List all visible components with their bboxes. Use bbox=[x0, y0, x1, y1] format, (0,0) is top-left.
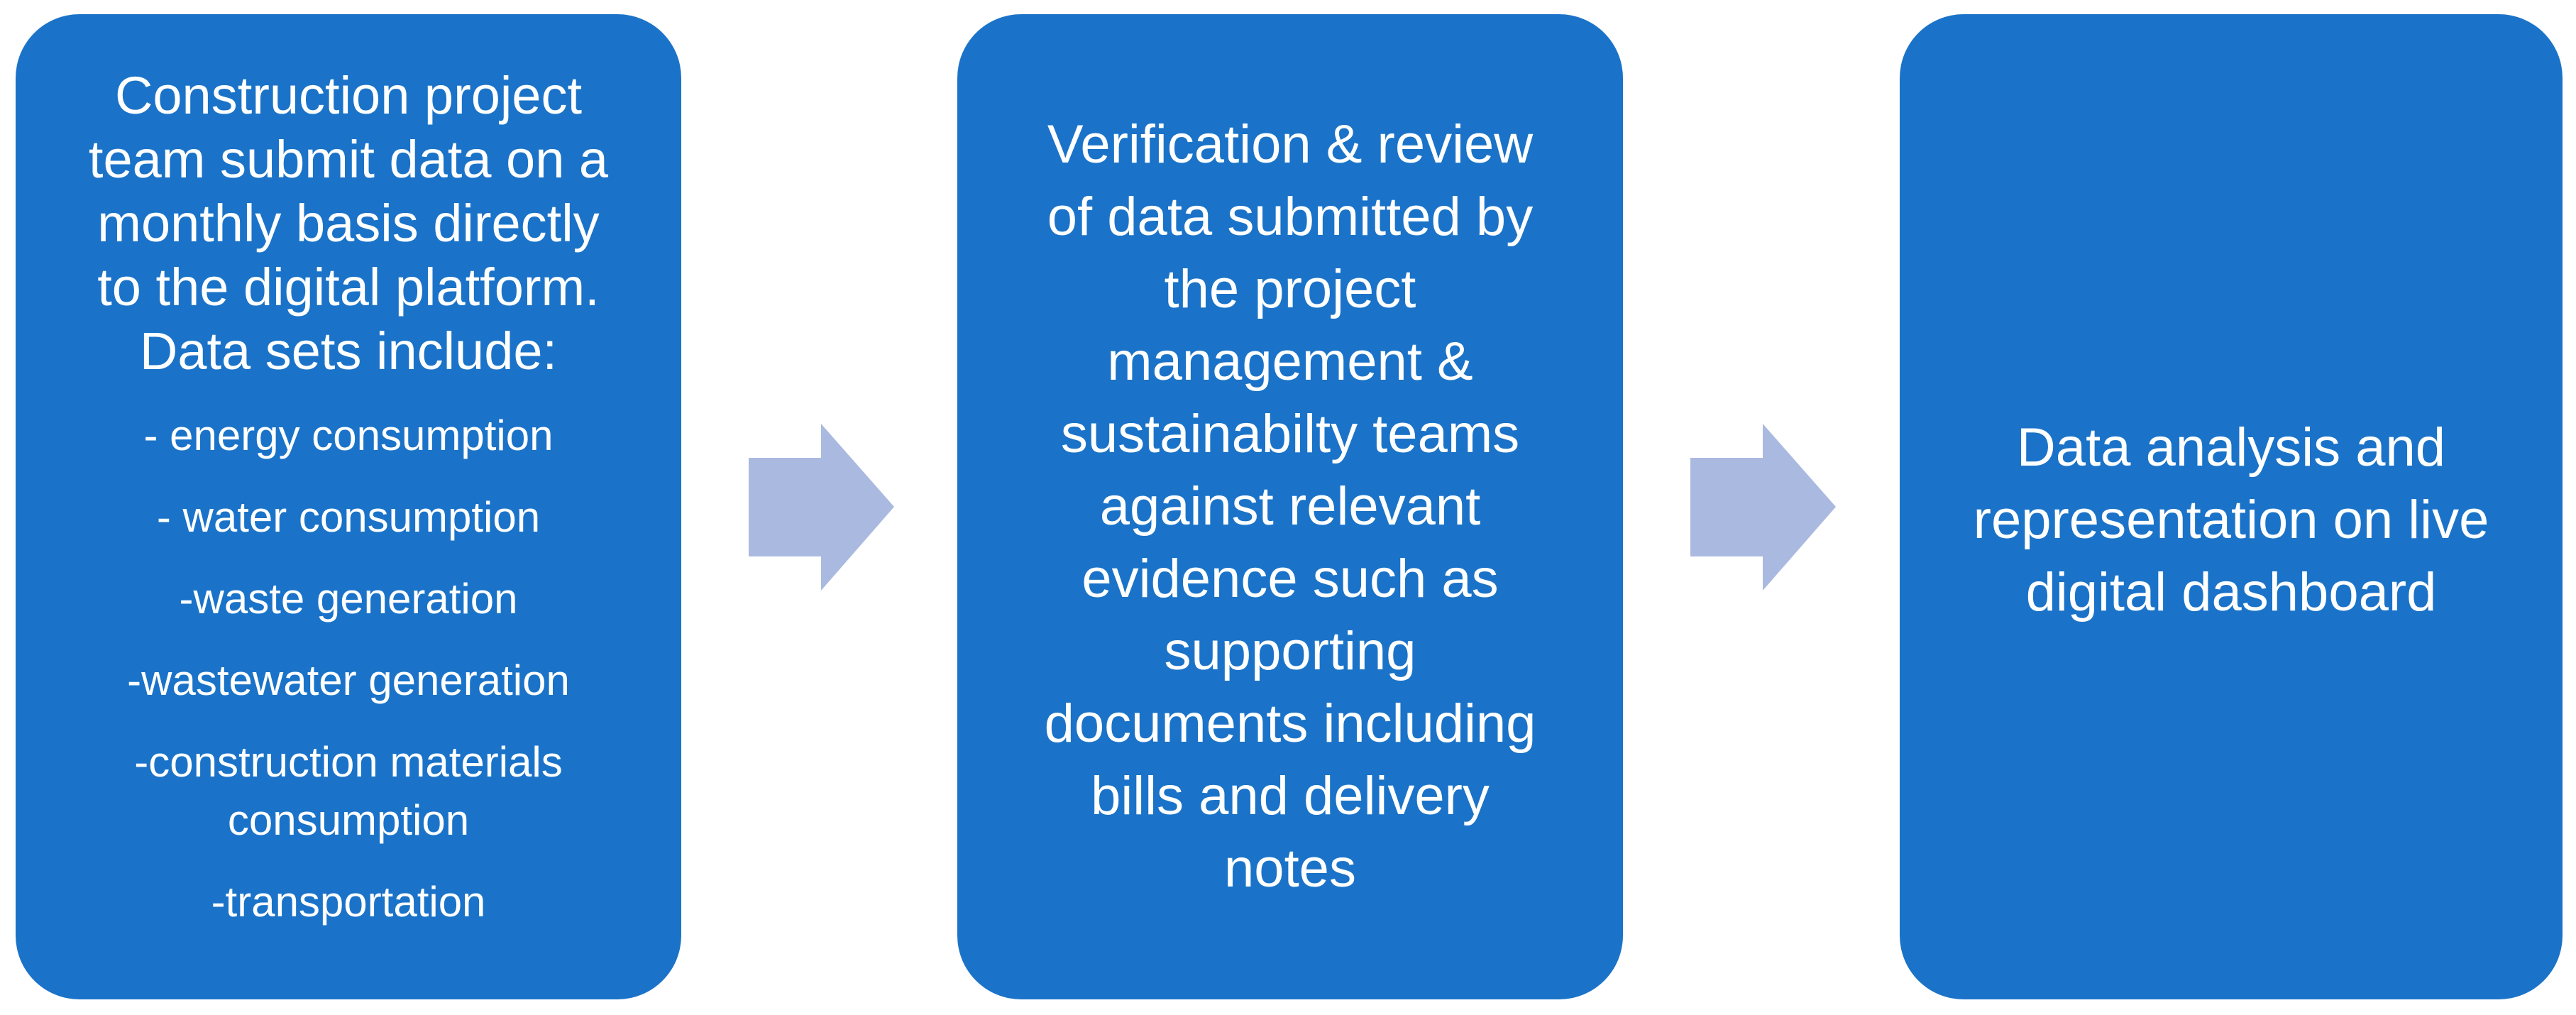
step-3-line: representation on live bbox=[1973, 490, 2489, 550]
step-2-line: supporting bbox=[1164, 621, 1416, 681]
step-1-data-submission-box: Construction project team submit data on… bbox=[16, 14, 681, 999]
step-2-line: Verification & review bbox=[1047, 114, 1534, 175]
step-1-heading: Construction project team submit data on… bbox=[89, 64, 608, 383]
step-3-line: digital dashboard bbox=[2025, 562, 2437, 622]
step-2-line: bills and delivery bbox=[1091, 766, 1490, 826]
step-2-text: Verification & review of data submitted … bbox=[1045, 109, 1536, 905]
step-1-heading-line: monthly basis directly bbox=[97, 194, 600, 253]
data-set-item-materials: -construction materials consumption bbox=[134, 733, 563, 850]
step-2-line: sustainabilty teams bbox=[1060, 404, 1520, 464]
data-set-item-water: - water consumption bbox=[157, 488, 540, 547]
step-1-heading-line: Construction project bbox=[114, 66, 583, 125]
step-2-verification-box: Verification & review of data submitted … bbox=[957, 14, 1623, 999]
step-2-line: notes bbox=[1224, 838, 1356, 899]
data-set-item-text: -wastewater generation bbox=[127, 657, 570, 704]
data-set-item-wastewater: -wastewater generation bbox=[127, 652, 570, 710]
right-arrow-icon bbox=[749, 424, 894, 591]
step-2-line: the project bbox=[1164, 259, 1416, 319]
data-set-item-text: -transportation bbox=[211, 878, 486, 926]
step-1-heading-line: Data sets include: bbox=[139, 322, 558, 380]
step-3-line: Data analysis and bbox=[2016, 417, 2446, 478]
data-set-item-text: - water consumption bbox=[156, 493, 541, 541]
right-arrow-icon bbox=[1690, 424, 1836, 591]
data-set-item-energy: - energy consumption bbox=[144, 407, 554, 465]
step-3-text: Data analysis and representation on live… bbox=[1974, 412, 2489, 629]
step-2-line: management & bbox=[1107, 331, 1473, 392]
data-set-item-waste: -waste generation bbox=[180, 570, 518, 628]
step-2-line: of data submitted by bbox=[1047, 187, 1534, 247]
data-set-item-transportation: -transportation bbox=[211, 873, 486, 931]
data-set-item-text: -construction materials bbox=[134, 738, 563, 786]
step-3-dashboard-box: Data analysis and representation on live… bbox=[1900, 14, 2563, 999]
data-set-item-text: -waste generation bbox=[179, 575, 518, 622]
step-2-line: evidence such as bbox=[1081, 549, 1499, 609]
data-set-item-text: consumption bbox=[227, 796, 470, 844]
step-2-line: against relevant bbox=[1099, 476, 1481, 537]
data-set-item-text: - energy consumption bbox=[143, 412, 554, 459]
step-1-heading-line: to the digital platform. bbox=[97, 258, 600, 317]
step-2-line: documents including bbox=[1044, 693, 1536, 754]
step-1-heading-line: team submit data on a bbox=[88, 130, 609, 189]
